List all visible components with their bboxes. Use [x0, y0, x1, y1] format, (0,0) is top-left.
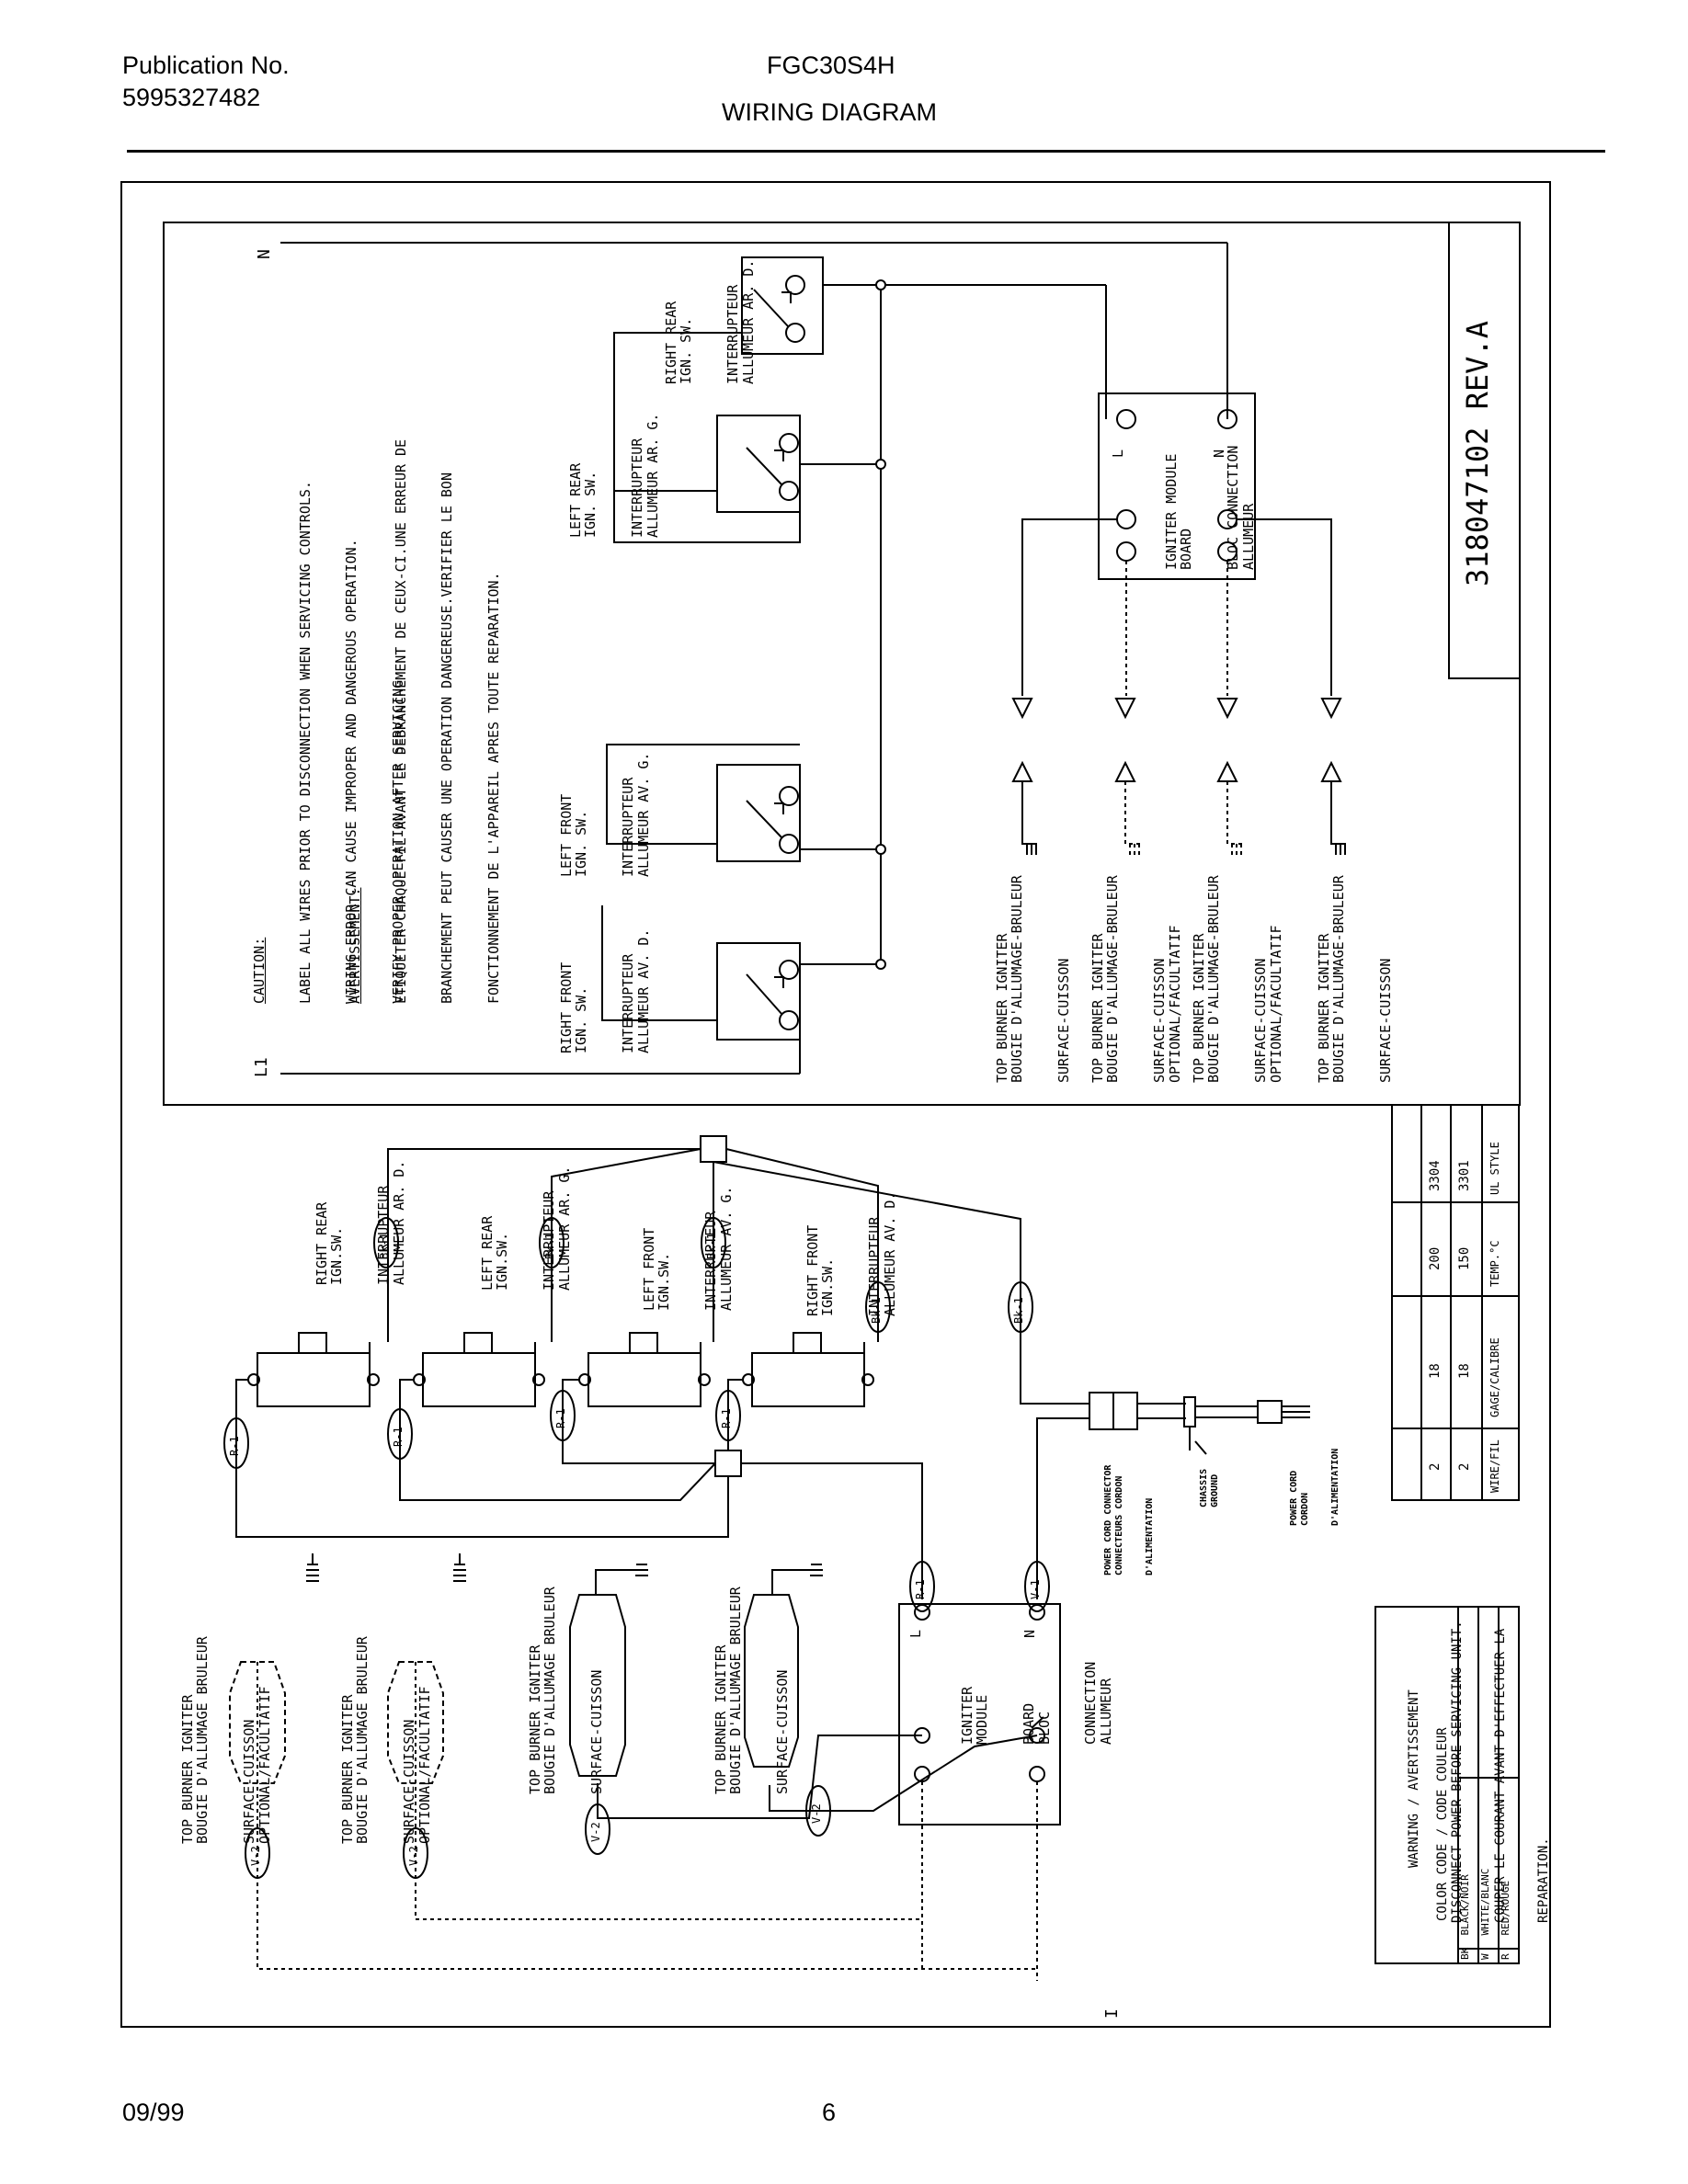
pictorial-mark: I — [1102, 2008, 1122, 2019]
pictorial-wiring — [229, 1135, 1310, 1981]
wire-label: Bk-1 — [543, 1233, 556, 1259]
wire-label: Bk-1 — [870, 1297, 883, 1324]
spec-header: TEMP.°C — [1488, 1240, 1501, 1287]
spec-cell: 18 — [1428, 1363, 1443, 1379]
wire-label: V-2 — [810, 1803, 823, 1824]
schematic-module-n-label: N — [1211, 449, 1227, 458]
spec-table-grid — [1391, 1104, 1520, 1501]
spec-header: UL STYLE — [1488, 1142, 1501, 1195]
l1-label: L1 — [252, 1057, 271, 1077]
warning-box-frame — [1374, 1606, 1520, 1964]
spec-header: GAGE/CALIBRE — [1488, 1337, 1501, 1417]
color-code-row: BK BLACK/NOIR — [1459, 1874, 1471, 1960]
spec-cell: 18 — [1457, 1363, 1472, 1379]
spec-cell: 200 — [1428, 1246, 1443, 1270]
header-rule — [127, 150, 1605, 153]
wire-label: R-1 — [228, 1436, 241, 1456]
part-number: 318047102 REV.A — [1460, 321, 1495, 586]
page-title: WIRING DIAGRAM — [722, 98, 937, 126]
wire-label: Bk-1 — [378, 1233, 391, 1259]
part-number-box — [1448, 222, 1520, 679]
warning-text: WARNING / AVERTISSEMENT DISCONNECT POWER… — [1407, 1621, 1552, 1923]
color-code-row: R RED/ROUGE — [1500, 1880, 1511, 1960]
pictorial-module-n-label: N — [1021, 1629, 1038, 1638]
spec-cell: 3304 — [1428, 1160, 1443, 1191]
wire-label: R-1 — [914, 1579, 927, 1599]
publication-number: 5995327482 — [122, 84, 261, 111]
pictorial-module-l-label: L — [907, 1629, 924, 1638]
n-label: N — [255, 249, 274, 259]
spec-header: WIRE/FIL — [1488, 1439, 1501, 1493]
publication-label: Publication No. — [122, 51, 290, 79]
page-number: 6 — [822, 2099, 837, 2126]
spec-cell: 150 — [1457, 1246, 1472, 1270]
wire-label: R-1 — [720, 1408, 733, 1428]
wire-label: R-1 — [554, 1408, 567, 1428]
spec-cell: 2 — [1428, 1462, 1443, 1471]
wire-label: Bk-1 — [1012, 1297, 1025, 1324]
footer-date: 09/99 — [122, 2099, 185, 2126]
wire-label: Bk-1 — [705, 1233, 718, 1259]
diagram-frame — [120, 181, 1551, 2028]
wire-label: R-1 — [392, 1427, 405, 1447]
wire-label: V-1 — [1029, 1579, 1042, 1599]
schematic-wiring — [280, 242, 1346, 1075]
color-code-row: W WHITE/BLANC — [1479, 1868, 1491, 1960]
model-number: FGC30S4H — [767, 51, 895, 79]
wire-label: V-2 — [589, 1822, 602, 1842]
wire-label-ovals — [223, 1217, 1050, 1879]
color-code-title: COLOR CODE / CODE COULEUR — [1435, 1727, 1450, 1921]
wire-label: V-2 — [249, 1846, 262, 1866]
avertissement-note: AVERTISSEMENT: ETIQUETER CHAQUE FIL AVAN… — [346, 438, 502, 1004]
spec-cell: 2 — [1457, 1462, 1472, 1471]
schematic-module-l-label: L — [1110, 449, 1126, 458]
spec-cell: 3301 — [1457, 1160, 1472, 1191]
wire-label: V-2 — [407, 1846, 420, 1866]
